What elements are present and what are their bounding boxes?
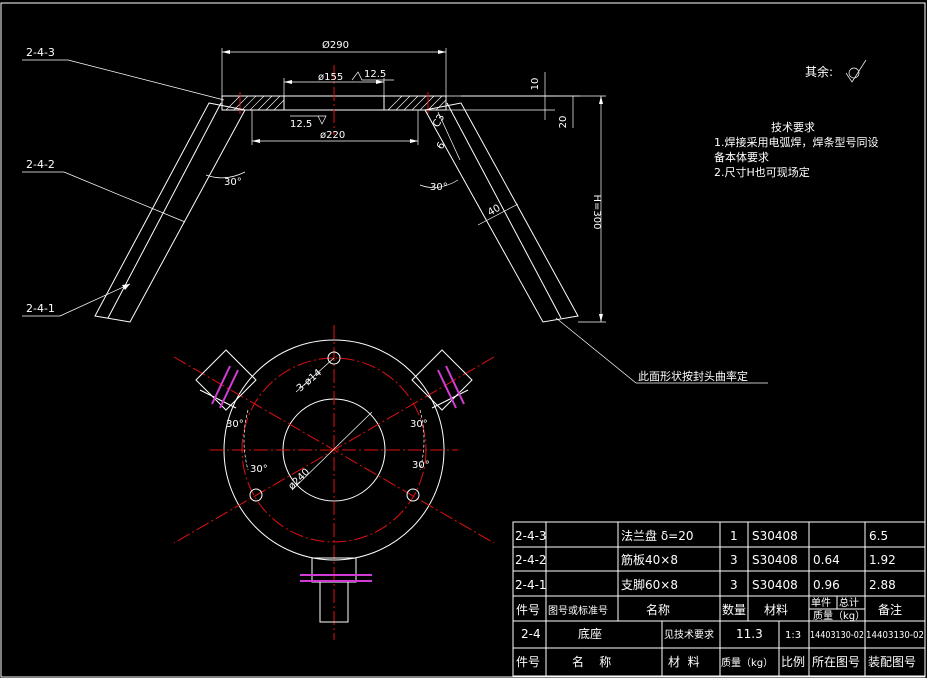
header-std: 图号或标准号 [548,605,608,617]
leg-stub-upper-right [411,349,473,411]
bom-row-qty: 3 [730,553,738,567]
dim-bore: ø155 [318,72,343,83]
bom-row-name: 筋板40×8 [621,552,678,567]
dim-pcd: ø240 [286,467,312,492]
footer-assembly-no: 装配图号 [868,655,916,669]
top-view: 3-ø14 ø240 30° 30° 30° 30° [173,325,495,640]
assembly-name: 底座 [578,626,602,641]
header-qty: 数量 [722,602,746,617]
bom-row: 2-4-1 支脚60×8 3 S30408 0.96 2.88 [515,577,896,592]
assembly-drawing-no: 14403130-02 [810,630,864,641]
dim-height: H=300 [591,195,602,230]
leg-stub-bottom [300,557,372,623]
dim-leg-pcd: ø220 [320,130,345,141]
assembly-no: 2-4 [521,627,541,641]
angle-right: 30° [430,182,448,193]
bolt-hole-left [249,488,263,502]
footer-material: 材 料 [668,655,700,669]
assembly-material: 见技术要求 [664,628,714,641]
bom-row-no: 2-4-2 [515,553,547,567]
header-no: 件号 [516,603,540,617]
leg-stub-upper-left [195,349,257,411]
roughness-bottom: 12.5 [290,119,312,130]
label-part-2-4-2: 2-4-2 [26,158,55,171]
label-part-2-4-3: 2-4-3 [26,46,55,59]
bom-row-total: 6.5 [869,529,888,543]
header-name: 名称 [646,602,670,617]
bom-row-no: 2-4-1 [515,578,547,592]
roughness-top: 12.5 [364,69,386,80]
assembly-scale: 1:3 [785,630,801,641]
flange-hatch-left [225,95,285,111]
angle-bottom-right: 30° [412,460,430,471]
bom-row-name: 法兰盘 δ=20 [621,528,693,543]
bom-row-material: S30408 [752,553,798,567]
bom-row-material: S30408 [752,529,798,543]
leader-note-curvature: 此面形状按封头曲率定 [638,369,748,383]
tech-req-line-3: 2.尺寸H也可现场定 [714,165,810,179]
surface-finish-symbol [848,67,860,79]
angle-left: 30° [224,177,242,188]
bom-row-name: 支脚60×8 [621,577,678,592]
bom-row: 2-4-3 法兰盘 δ=20 1 S30408 6.5 [515,528,888,543]
bom-row: 2-4-2 筋板40×8 3 S30408 0.64 1.92 [515,552,896,567]
bom-row-total: 1.92 [869,553,896,567]
bom-row-qty: 3 [730,578,738,592]
title-block: 2-4-3 法兰盘 δ=20 1 S30408 6.5 2-4-2 筋板40×8… [512,521,926,677]
left-leg [94,102,246,323]
footer-name: 名 称 [572,654,611,669]
tech-req-title: 技术要求 [771,121,815,134]
footer-no: 件号 [516,655,540,669]
title-footer: 件号 名 称 材 料 质量（kg） 比例 所在图号 装配图号 [516,654,916,669]
dim-holes: 3-ø14 [295,367,324,394]
front-view: Ø290 ø155 12.5 12.5 ø220 10 20 H=300 [22,39,768,384]
notes: 其余: 技术要求 1.焊接采用电弧焊，焊条型号同设 备本体要求 2.尺寸H也可现… [714,59,879,179]
tech-req-line-2: 备本体要求 [714,150,769,164]
header-unit-mass: 单件 [811,597,831,609]
label-part-2-4-1: 2-4-1 [26,302,55,315]
bolt-hole-top [327,351,341,365]
footer-drawing-no: 所在图号 [812,655,860,669]
footer-scale: 比例 [781,655,805,669]
assembly-row: 2-4 底座 见技术要求 11.3 1:3 14403130-02 144031… [521,626,924,641]
flange-hatch-right [387,95,447,111]
bom-header: 件号 图号或标准号 名称 数量 材料 单件 总计 质量（kg） 备注 [516,596,902,622]
dim-thk-10: 10 [530,78,541,91]
bom-row-total: 2.88 [869,578,896,592]
dim-width-40: 40 [486,203,503,219]
weld-size: 6 [435,140,448,151]
bom-row-unit-mass: 0.64 [813,553,840,567]
bom-row-no: 2-4-3 [515,529,547,543]
bolt-hole-right [406,488,420,502]
angle-bottom-left: 30° [250,464,268,475]
footer-mass: 质量（kg） [721,657,773,669]
header-total: 总计 [839,596,859,609]
dim-flange-od: Ø290 [322,39,349,51]
angle-top-left: 30° [226,419,244,430]
right-leg [424,102,579,323]
bom-row-qty: 1 [730,529,738,543]
bom-row-material: S30408 [752,578,798,592]
assembly-assembly-no: 14403130-02 [866,630,924,641]
header-material: 材料 [764,603,788,617]
angle-top-right: 30° [410,419,428,430]
dim-thk-20: 20 [558,116,569,129]
assembly-mass: 11.3 [736,627,763,641]
surface-finish-label: 其余: [805,64,833,79]
bom-row-unit-mass: 0.96 [813,578,840,592]
header-remark: 备注 [878,602,902,617]
header-mass-kg: 质量（kg） [813,610,865,622]
tech-req-line-1: 1.焊接采用电弧焊，焊条型号同设 [714,135,879,149]
